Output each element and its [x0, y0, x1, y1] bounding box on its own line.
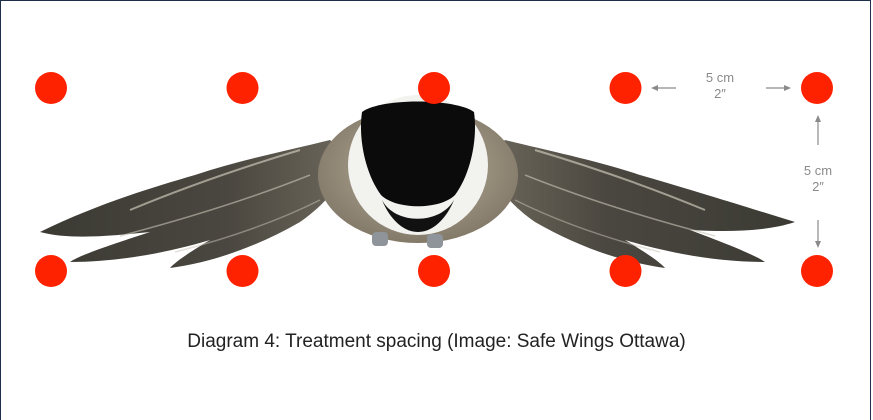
arrow-down-head	[815, 241, 821, 248]
arrow-left-head	[651, 85, 658, 91]
treatment-dot	[227, 72, 259, 104]
treatment-dot	[35, 72, 67, 104]
horizontal-dimension-label: 5 cm 2″	[700, 70, 740, 102]
bird-left-wing	[40, 140, 352, 268]
vertical-metric: 5 cm	[798, 163, 838, 179]
horizontal-metric: 5 cm	[700, 70, 740, 86]
bird-right-wing	[483, 140, 795, 268]
treatment-dot	[227, 255, 259, 287]
bird-image	[40, 95, 795, 268]
treatment-dot	[610, 72, 642, 104]
vertical-dimension-label: 5 cm 2″	[798, 163, 838, 195]
bird-foot-right	[427, 234, 443, 248]
figure-caption: Diagram 4: Treatment spacing (Image: Saf…	[0, 331, 873, 353]
arrow-up-head	[815, 115, 821, 122]
diagram-stage: 5 cm 2″ 5 cm 2″ Diagram 4: Treatment spa…	[0, 0, 873, 407]
treatment-dot	[35, 255, 67, 287]
treatment-dot	[418, 255, 450, 287]
arrow-right-head	[784, 85, 791, 91]
bird-cap	[361, 102, 475, 207]
vertical-imperial: 2″	[798, 179, 838, 195]
horizontal-imperial: 2″	[700, 86, 740, 102]
bird-foot-left	[372, 232, 388, 246]
treatment-dot	[801, 255, 833, 287]
treatment-dot	[801, 72, 833, 104]
treatment-dot	[418, 72, 450, 104]
treatment-dot	[610, 255, 642, 287]
